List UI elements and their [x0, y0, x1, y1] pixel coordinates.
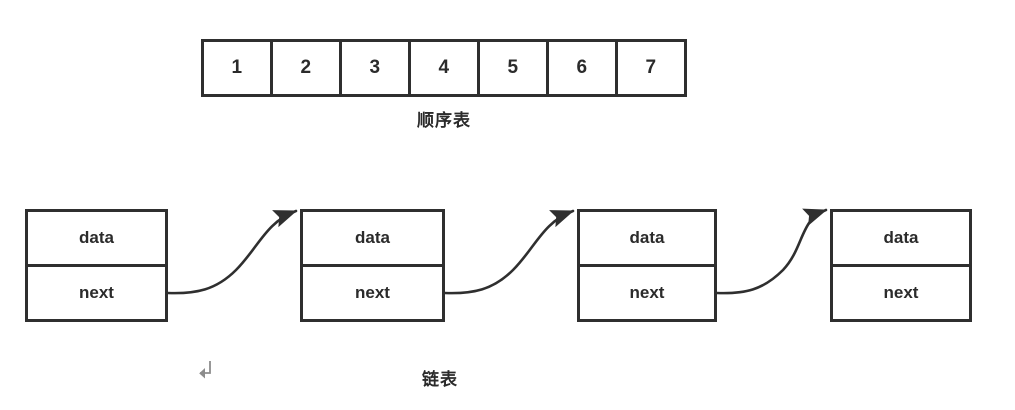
node-data-field: data: [28, 212, 165, 267]
linked-list-node: data next: [25, 209, 168, 322]
node-next-field: next: [79, 283, 114, 302]
node-data-field: data: [833, 212, 969, 267]
sequential-list-caption: 顺序表: [417, 111, 471, 130]
linked-list-arrow: [166, 209, 298, 295]
linked-list-node: data next: [830, 209, 972, 322]
array-cell: 4: [411, 42, 480, 94]
sequential-list-table: 1 2 3 4 5 6 7: [201, 39, 687, 97]
array-cell: 2: [273, 42, 342, 94]
arrow-down-left-cursor-icon: [199, 361, 211, 379]
linked-list-arrow: [443, 209, 575, 295]
node-data-field: data: [580, 212, 714, 267]
node-data-field: data: [303, 212, 442, 267]
array-cell: 5: [480, 42, 549, 94]
linked-list-caption: 链表: [422, 370, 458, 389]
node-next-field: next: [883, 283, 919, 302]
linked-list-node: data next: [577, 209, 717, 322]
array-cell: 3: [342, 42, 411, 94]
array-cell: 1: [204, 42, 273, 94]
node-next-field: next: [629, 283, 665, 302]
linked-list-node: data next: [300, 209, 445, 322]
linked-list-arrow: [715, 208, 828, 295]
node-next-field: next: [355, 283, 390, 302]
array-cell: 7: [645, 57, 657, 78]
array-cell: 6: [549, 42, 618, 94]
